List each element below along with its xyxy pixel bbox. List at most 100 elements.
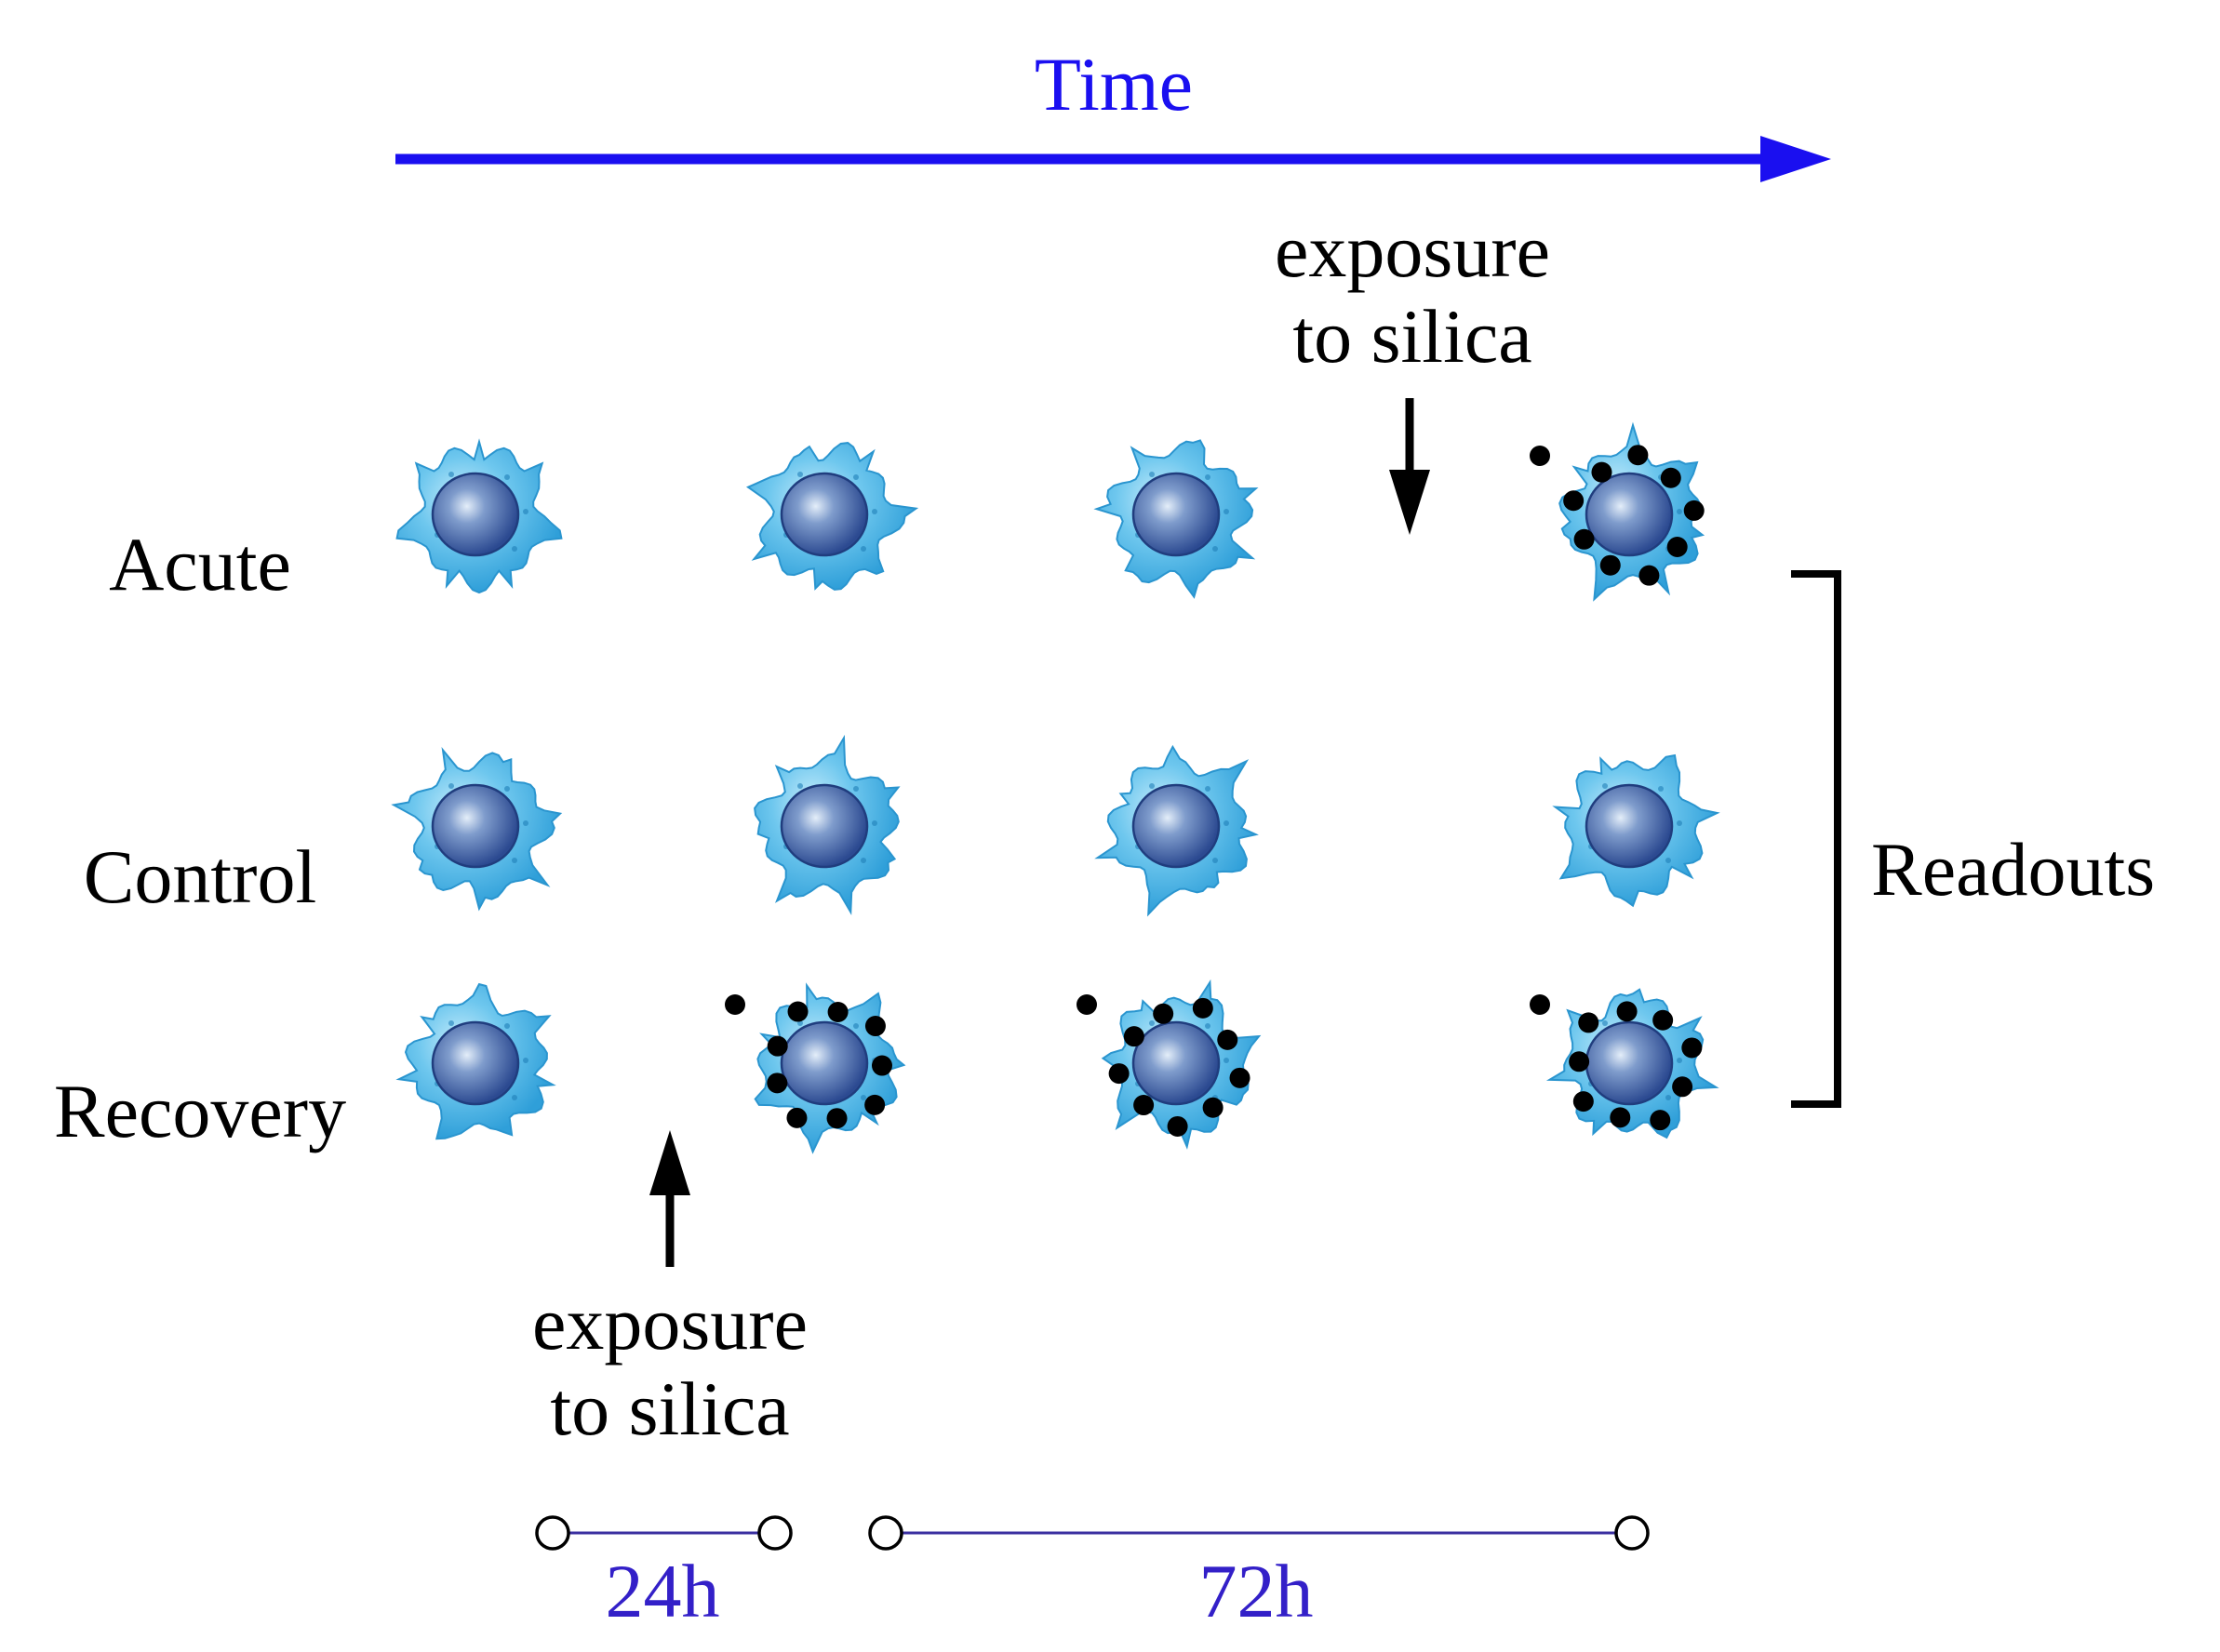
readouts-label: Readouts [1871,827,2155,912]
down-arrow-icon [1389,398,1430,535]
silica-particle-icon [725,994,745,1015]
silica-particle-icon [1123,1026,1144,1047]
silica-particle-icon [864,1094,886,1115]
vesicle [523,820,528,826]
vesicle [797,472,803,477]
timepoint-marker [868,1515,903,1551]
time-label: Time [1035,42,1193,127]
silica-particle-icon [1638,565,1660,586]
vesicle [1677,1058,1682,1063]
macrophage-icon [391,747,563,912]
silica-particle-icon [1672,1076,1693,1098]
vesicle [872,820,877,826]
silica-particle-icon [786,1107,808,1128]
vesicle [523,509,528,514]
cell-nucleus [1585,783,1674,869]
vesicle [512,858,517,863]
macrophage-icon [754,734,901,915]
silica-particle-icon [1650,1110,1671,1131]
cell-nucleus [1131,1020,1221,1106]
vesicle [1602,1020,1608,1026]
vesicle [1677,509,1682,514]
silica-particle-icon [1530,994,1550,1015]
silica-particle-icon [1153,1003,1174,1024]
vesicle [1224,820,1229,826]
silica-particle-icon [826,1108,848,1129]
vesicle [448,1020,454,1026]
vesicle [861,1095,866,1100]
vesicle [1658,786,1664,792]
macrophage-icon [395,982,556,1140]
up-arrow-icon [649,1130,690,1267]
duration-label-72h: 72h [1199,1549,1314,1633]
vesicle [1677,820,1682,826]
row-label-recovery: Recovery [54,1069,346,1153]
silica-exposed-macrophage-icon [725,982,906,1154]
vesicle [797,1020,803,1026]
silica-particle-icon [1627,445,1649,466]
vesicle [1665,1095,1671,1100]
silica-particle-icon [767,1035,788,1057]
time-arrow-head [1760,136,1831,182]
vesicle [853,474,859,480]
vesicle [1224,1058,1229,1063]
vesicle [872,509,877,514]
readouts-bracket [1791,570,1841,1108]
row-label-acute: Acute [109,522,291,606]
vesicle [861,546,866,552]
silica-particle-icon [1167,1115,1188,1137]
row-label-control: Control [84,834,317,919]
cell-nucleus [1131,472,1221,557]
vesicle [861,858,866,863]
silica-particle-icon [787,1001,809,1022]
timepoint-marker [757,1515,793,1551]
silica-particle-icon [1652,1009,1674,1031]
vesicle [512,1095,517,1100]
silica-particle-icon [864,1016,886,1037]
macrophage-icon [1093,439,1259,599]
silica-exposed-macrophage-icon [1530,988,1719,1139]
silica-particle-icon [1681,1037,1703,1059]
cell-grid [391,421,1720,1154]
vesicle [1149,1020,1155,1026]
vesicle [1149,783,1155,789]
cell-nucleus [780,472,869,557]
duration-label-24h: 24h [606,1549,720,1633]
duration-timeline [535,1515,1650,1551]
silica-exposed-macrophage-icon [1530,421,1705,602]
silica-particle-icon [1616,1001,1638,1022]
vesicle [1149,472,1155,477]
exposure-label-bottom-line1: exposure [532,1281,808,1366]
vesicle [448,783,454,789]
macrophage-icon [745,442,919,591]
silica-particle-icon [1077,994,1097,1015]
macrophage-icon [1552,753,1720,908]
macrophage-icon [1094,744,1259,917]
vesicle [448,472,454,477]
macrophage-icon [395,438,563,594]
silica-particle-icon [1530,446,1550,466]
silica-particle-icon [1108,1063,1130,1085]
cell-nucleus [1131,783,1221,869]
silica-particle-icon [1192,997,1213,1019]
silica-particle-icon [767,1072,788,1094]
cell-nucleus [780,1020,869,1106]
silica-particle-icon [1599,554,1621,576]
silica-particle-icon [1133,1095,1155,1116]
exposure-label-bottom-line2: to silica [550,1366,789,1451]
vesicle [504,786,510,792]
silica-particle-icon [827,1001,849,1022]
silica-particle-icon [1572,1091,1594,1112]
silica-particle-icon [1666,537,1688,558]
vesicle [1205,786,1210,792]
vesicle [1205,1023,1210,1029]
silica-exposed-macrophage-icon [1077,979,1262,1150]
silica-particle-icon [1591,461,1612,483]
exposure-label-top-line2: to silica [1292,294,1531,379]
vesicle [504,474,510,480]
cell-nucleus [431,472,520,557]
vesicle [512,546,517,552]
silica-particle-icon [1610,1107,1631,1128]
timepoint-marker [1614,1515,1650,1551]
